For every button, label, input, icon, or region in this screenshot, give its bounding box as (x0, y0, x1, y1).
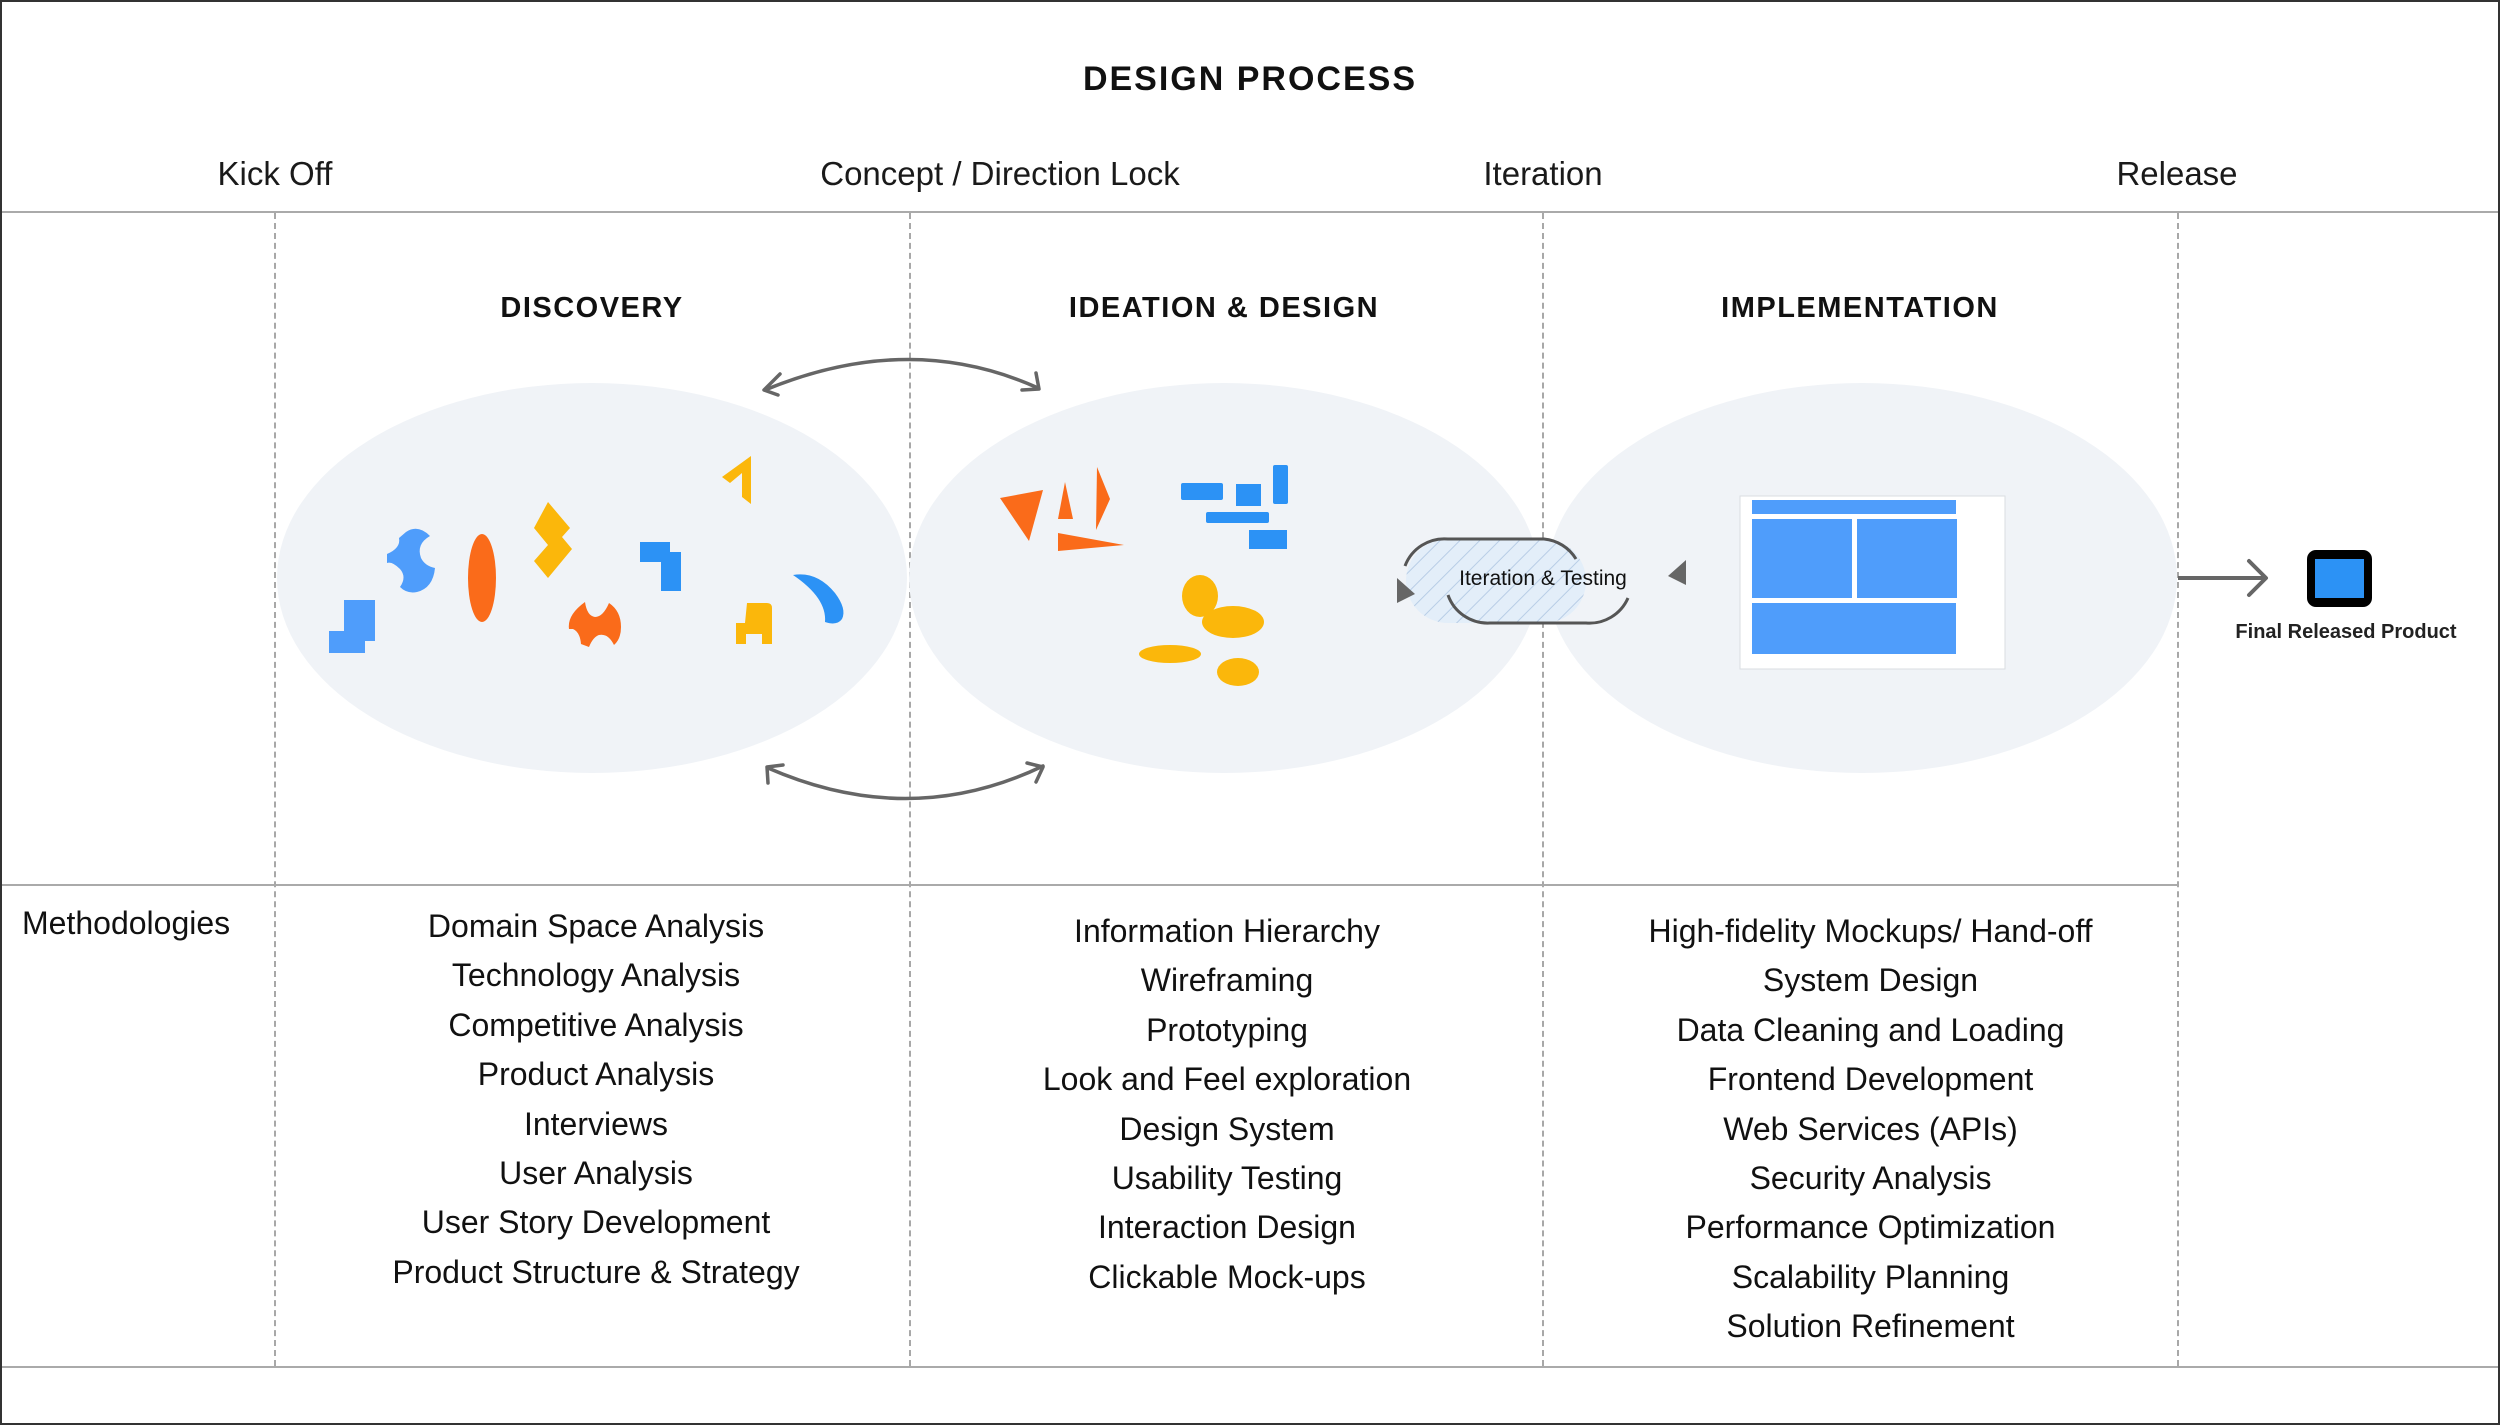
list-item: Usability Testing (1111, 1160, 1343, 1197)
loop-bottom-arc (1446, 594, 1630, 625)
orange-oval-icon (468, 534, 496, 622)
list-item: Scalability Planning (1731, 1258, 2010, 1295)
top-arrowhead-left-icon (762, 372, 782, 397)
release-arrow (2178, 559, 2268, 597)
list-item: Design System (1119, 1110, 1335, 1147)
bottom-arrowhead-left-icon (765, 763, 785, 785)
orange-triangle-wide-icon (1058, 533, 1124, 551)
yellow-chair-block-icon (736, 603, 772, 644)
yellow-oval-2 (1202, 606, 1264, 638)
milestone-line-concept (909, 213, 911, 1366)
cycle-arrows (762, 357, 1045, 801)
wireframe-right-block (1857, 519, 1957, 598)
ideation-ellipse (909, 383, 1539, 773)
milestone-line-iteration (1542, 213, 1544, 1366)
orange-triangle-large-icon (1000, 490, 1043, 541)
list-item: Competitive Analysis (448, 1006, 744, 1043)
list-item: Performance Optimization (1685, 1209, 2056, 1246)
yellow-oval-4 (1217, 658, 1259, 686)
phase-title-implementation: IMPLEMENTATION (1721, 292, 1999, 324)
list-item: Information Hierarchy (1074, 913, 1380, 949)
loop-arrow-left-icon (1397, 578, 1415, 603)
list-item: Product Analysis (477, 1056, 715, 1093)
methodologies-label: Methodologies (22, 905, 231, 941)
milestone-concept-lock: Concept / Direction Lock (820, 155, 1180, 192)
milestone-release: Release (2116, 155, 2238, 192)
list-item: Data Cleaning and Loading (1676, 1011, 2065, 1048)
bottom-curved-arrow (766, 764, 1045, 801)
blue-bar-1 (1181, 483, 1223, 500)
methodologies-divider (2, 884, 2177, 886)
blue-step-block-icon (640, 542, 681, 591)
loop-top-arc (1403, 537, 1578, 567)
list-item: User Story Development (421, 1204, 771, 1241)
blue-crescent-icon (793, 574, 844, 624)
list-item: Web Services (APIs) (1723, 1110, 2018, 1147)
iteration-loop (1397, 537, 1686, 625)
list-item: Product Structure & Strategy (392, 1253, 800, 1290)
milestone-line-kick-off (274, 213, 276, 1366)
list-item: Domain Space Analysis (427, 908, 765, 944)
discovery-shapes (329, 456, 844, 653)
orange-triangle-tall-icon (1096, 467, 1110, 530)
methodologies-implementation-list: High-fidelity Mockups/ Hand-off System D… (1545, 907, 2196, 1352)
blue-bar-2 (1236, 484, 1261, 506)
blue-l-block-icon (329, 600, 375, 653)
yellow-zigzag-icon (534, 502, 572, 578)
bottom-divider (2, 1366, 2498, 1368)
list-item: Security Analysis (1749, 1160, 1992, 1197)
yellow-oval-1 (1182, 575, 1218, 617)
orange-bat-shape-icon (568, 602, 621, 647)
list-item: Wireframing (1140, 962, 1314, 999)
iteration-loop-label: Iteration & Testing (1459, 567, 1627, 590)
wireframe-left-block (1752, 519, 1852, 598)
list-item: Interviews (523, 1105, 669, 1142)
bottom-arrowhead-right-icon (1025, 761, 1045, 784)
wireframe-bottom-block (1752, 603, 1956, 654)
phase-title-discovery: DISCOVERY (500, 292, 684, 324)
top-curved-arrow (763, 357, 1040, 392)
ideation-shapes (1000, 465, 1288, 686)
diagram-title: DESIGN PROCESS (1082, 60, 1418, 98)
blue-bar-5 (1249, 530, 1287, 549)
list-item: Interaction Design (1098, 1209, 1356, 1246)
methodologies-discovery-list: Domain Space Analysis Technology Analysi… (276, 902, 916, 1297)
orange-triangle-small-icon (1058, 482, 1073, 519)
top-arrowhead-right-icon (1020, 371, 1041, 392)
list-item: Frontend Development (1707, 1061, 2034, 1098)
list-item: Clickable Mock-ups (1088, 1258, 1366, 1295)
list-item: System Design (1762, 962, 1979, 999)
release-arrowhead-icon (2247, 559, 2268, 597)
header-divider (2, 211, 2498, 213)
list-item: User Analysis (499, 1155, 693, 1192)
list-item: Look and Feel exploration (1042, 1061, 1412, 1098)
blue-bar-4 (1206, 512, 1269, 523)
yellow-oval-3 (1139, 645, 1201, 663)
milestone-iteration: Iteration (1483, 155, 1603, 192)
wireframe-header-block (1752, 500, 1956, 514)
list-item: Solution Refinement (1726, 1308, 2015, 1345)
wireframe-illustration (1739, 495, 2006, 670)
milestone-line-release (2177, 213, 2179, 1366)
blue-bite-shape-icon (387, 528, 435, 593)
final-product-label: Final Released Product (2235, 621, 2457, 643)
list-item: Prototyping (1146, 1011, 1308, 1048)
yellow-arrowhead-icon (722, 456, 751, 504)
blue-bar-3 (1273, 465, 1288, 504)
loop-arrow-right-icon (1668, 560, 1686, 585)
product-square-icon (2307, 550, 2372, 607)
phase-title-ideation: IDEATION & DESIGN (1068, 292, 1380, 324)
methodologies-ideation-list: Information Hierarchy Wireframing Protot… (910, 907, 1544, 1302)
list-item: Technology Analysis (451, 957, 741, 994)
list-item: High-fidelity Mockups/ Hand-off (1648, 913, 2093, 949)
milestone-kick-off: Kick Off (217, 155, 333, 192)
